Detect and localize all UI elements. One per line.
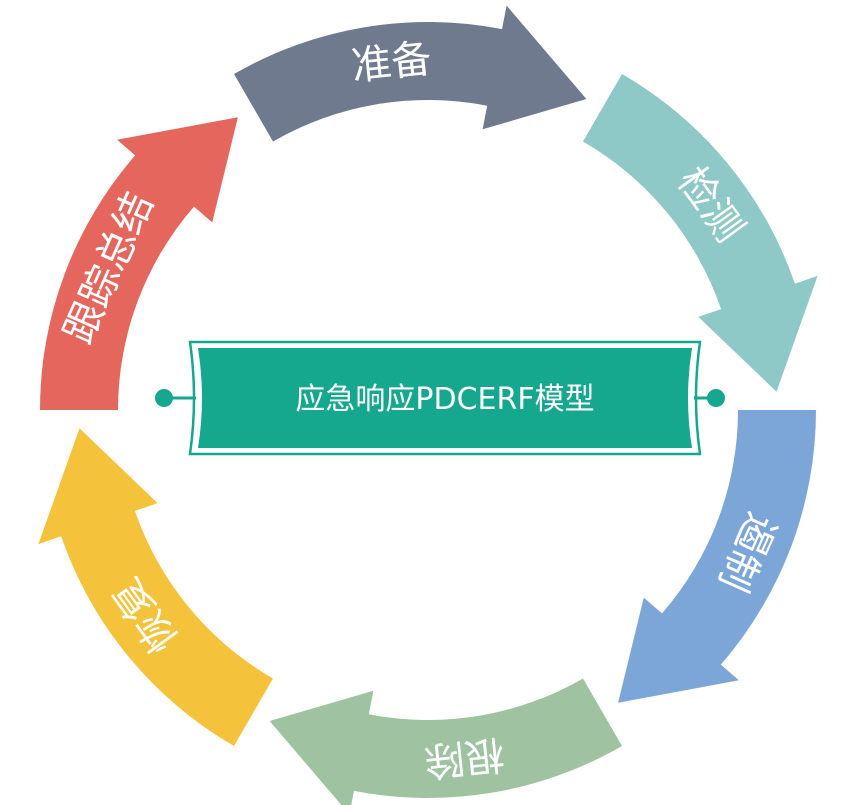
title-banner: 应急响应PDCERF模型: [155, 340, 725, 456]
stage-arrow-2: [583, 74, 818, 392]
stage-label-1: 准备: [349, 36, 433, 90]
stage-arrow-3: [618, 410, 816, 703]
banner-fill: [198, 348, 692, 448]
banner-frame: [188, 340, 702, 456]
stage-arrow-5: [38, 428, 274, 746]
stage-arrow-6: [40, 117, 238, 411]
banner-knob-left: [155, 389, 173, 407]
cycle-arcs: [38, 5, 818, 805]
stage-arrow-4: [269, 678, 622, 805]
stage-label-4: 根除: [422, 730, 506, 784]
stage-arrow-1: [234, 5, 587, 142]
diagram-title: 应急响应PDCERF模型: [295, 382, 594, 417]
banner-knob-right: [707, 389, 725, 407]
